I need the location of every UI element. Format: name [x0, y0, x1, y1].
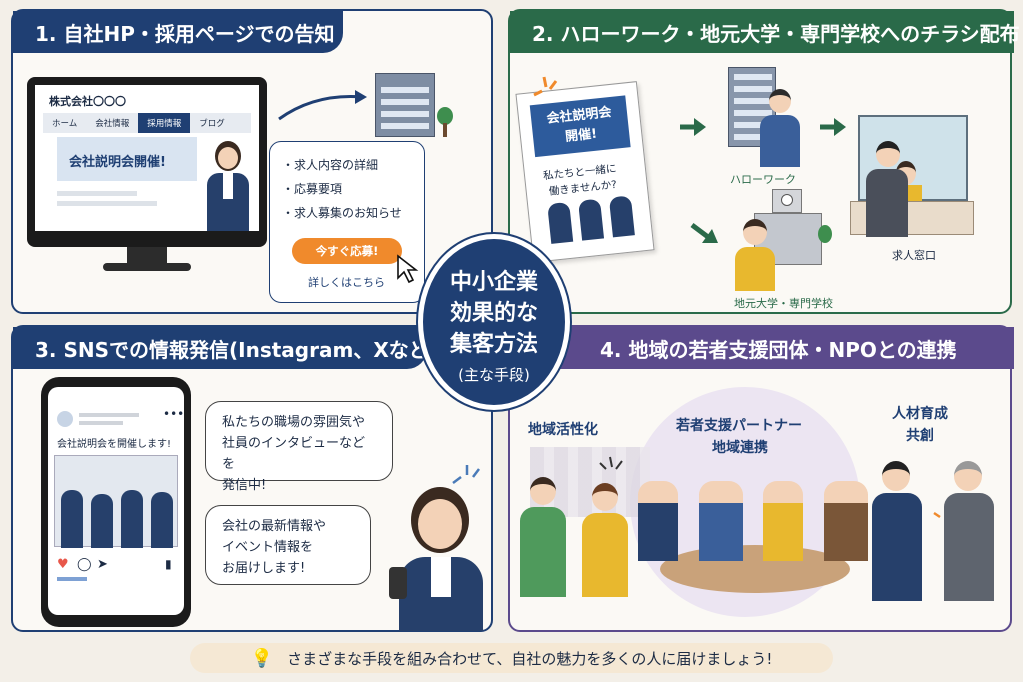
job-seeker	[864, 141, 910, 237]
label-regional-revitalization: 地域活性化	[528, 422, 598, 438]
banner-text: 会社説明会開催!	[69, 155, 166, 170]
nav-home[interactable]: ホーム	[52, 119, 78, 129]
menu-dots-icon[interactable]: •••	[163, 407, 185, 421]
flyer: 会社説明会 開催! 私たちと一緒に 働きませんか?	[515, 81, 655, 263]
heart-icon[interactable]: ♥	[57, 557, 69, 572]
hellowork-label: ハローワーク	[730, 173, 796, 186]
panel1-heading: 1. 自社HP・採用ページでの告知	[13, 11, 343, 53]
hellowork-staff	[756, 89, 804, 169]
label-regional-collaboration: 地域連携	[712, 440, 768, 456]
bullet-announcement: ・求人募集のお知らせ	[282, 206, 402, 220]
university-staff	[732, 219, 778, 291]
label-talent-development: 人材育成	[892, 406, 948, 422]
site-nav: ホーム 会社情報 採用情報 ブログ	[43, 113, 251, 133]
central-title-badge: 中小企業 効果的な 集客方法 (主な手段)	[418, 234, 570, 410]
cursor-icon	[397, 254, 419, 284]
handshake-right	[872, 461, 1002, 601]
lightbulb-icon: 💡	[250, 647, 274, 669]
window-label: 求人窓口	[892, 249, 936, 262]
bubble1-line2: 社員のインタビューなどを	[222, 436, 366, 472]
bubble1-line1: 私たちの職場の雰囲気や	[222, 415, 366, 430]
handshake-left	[520, 477, 640, 597]
arrow-to-university	[690, 223, 718, 243]
panel3-heading: 3. SNSでの情報発信(Instagram、Xなど)	[13, 327, 438, 369]
arrow-to-window	[820, 118, 846, 136]
panel-website: 1. 自社HP・採用ページでの告知 株式会社〇〇〇 ホーム 会社情報 採用情報 …	[11, 9, 493, 314]
bubble2-line3: お届けします!	[222, 561, 306, 576]
speech-bubble-atmosphere: 私たちの職場の雰囲気や 社員のインタビューなどを 発信中!	[205, 401, 393, 493]
apply-now-button[interactable]: 今すぐ応募!	[292, 238, 402, 264]
panel-npo: 4. 地域の若者支援団体・NPOとの連携 地域活性化 若者支援パートナー 地域連…	[508, 325, 1014, 632]
presenter-figure	[203, 137, 253, 231]
phone-in-hand	[389, 567, 407, 599]
label-youth-partner: 若者支援パートナー	[676, 418, 802, 434]
smartphone: ••• 会社説明会を開催します! ♥ ◯ ➤ ▮	[41, 377, 191, 627]
speech-bubble-news: 会社の最新情報や イベント情報を お届けします!	[205, 505, 371, 585]
profile-avatar	[57, 411, 73, 427]
bullet-requirements: ・応募要項	[282, 182, 343, 196]
comment-icon[interactable]: ◯	[77, 557, 92, 572]
center-line-2: 効果的な	[449, 301, 538, 326]
details-link[interactable]: 詳しくはこちら	[308, 276, 385, 289]
center-line-3: 集客方法	[449, 332, 538, 357]
panel-flyers: 2. ハローワーク・地元大学・専門学校へのチラシ配布 会社説明会 開催! 私たち…	[508, 9, 1020, 314]
post-text: 会社説明会を開催します!	[57, 439, 172, 450]
sparkle-icon	[452, 465, 480, 484]
bubble1-line3: 発信中!	[222, 478, 267, 493]
center-subtitle: (主な手段)	[458, 366, 530, 384]
nav-recruit[interactable]: 採用情報	[138, 113, 191, 133]
footer-banner: 💡 さまざまな手段を組み合わせて、自社の魅力を多くの人に届けましょう!	[190, 643, 833, 673]
company-name: 株式会社〇〇〇	[49, 95, 126, 108]
nav-blog[interactable]: ブログ	[199, 119, 225, 129]
bubble2-line1: 会社の最新情報や	[222, 519, 327, 534]
center-line-1: 中小企業	[449, 270, 538, 295]
woman-with-phone	[389, 483, 489, 631]
label-co-creation: 共創	[906, 428, 934, 444]
arrow-to-building	[278, 90, 367, 121]
bullet-details: ・求人内容の詳細	[282, 158, 379, 172]
post-photo	[54, 455, 178, 548]
sparkle-icon	[533, 76, 558, 97]
meeting-group	[638, 481, 868, 561]
nav-company[interactable]: 会社情報	[95, 119, 130, 129]
panel2-heading: 2. ハローワーク・地元大学・専門学校へのチラシ配布	[510, 11, 1020, 53]
monitor-illustration: 株式会社〇〇〇 ホーム 会社情報 採用情報 ブログ 会社説明会開催!	[27, 77, 267, 277]
meeting-table	[660, 545, 850, 593]
hellowork-building	[728, 67, 776, 147]
footer-text: さまざまな手段を組み合わせて、自社の魅力を多くの人に届けましょう!	[287, 649, 773, 668]
panel-sns: 3. SNSでの情報発信(Instagram、Xなど) ••• 会社説明会を開催…	[11, 325, 493, 632]
arrow-to-hellowork	[680, 118, 706, 136]
bookmark-icon[interactable]: ▮	[165, 557, 172, 571]
bubble2-line2: イベント情報を	[222, 540, 314, 555]
university-label: 地元大学・専門学校	[734, 297, 833, 310]
share-icon[interactable]: ➤	[97, 557, 108, 572]
recruit-callout: ・求人内容の詳細 ・応募要項 ・求人募集のお知らせ 今すぐ応募! 詳しくはこちら	[269, 141, 425, 303]
panel4-heading: 4. 地域の若者支援団体・NPOとの連携	[510, 327, 1014, 369]
flyer-people-icon	[542, 195, 640, 245]
office-building	[375, 73, 453, 137]
sparkle-icon	[599, 456, 623, 470]
